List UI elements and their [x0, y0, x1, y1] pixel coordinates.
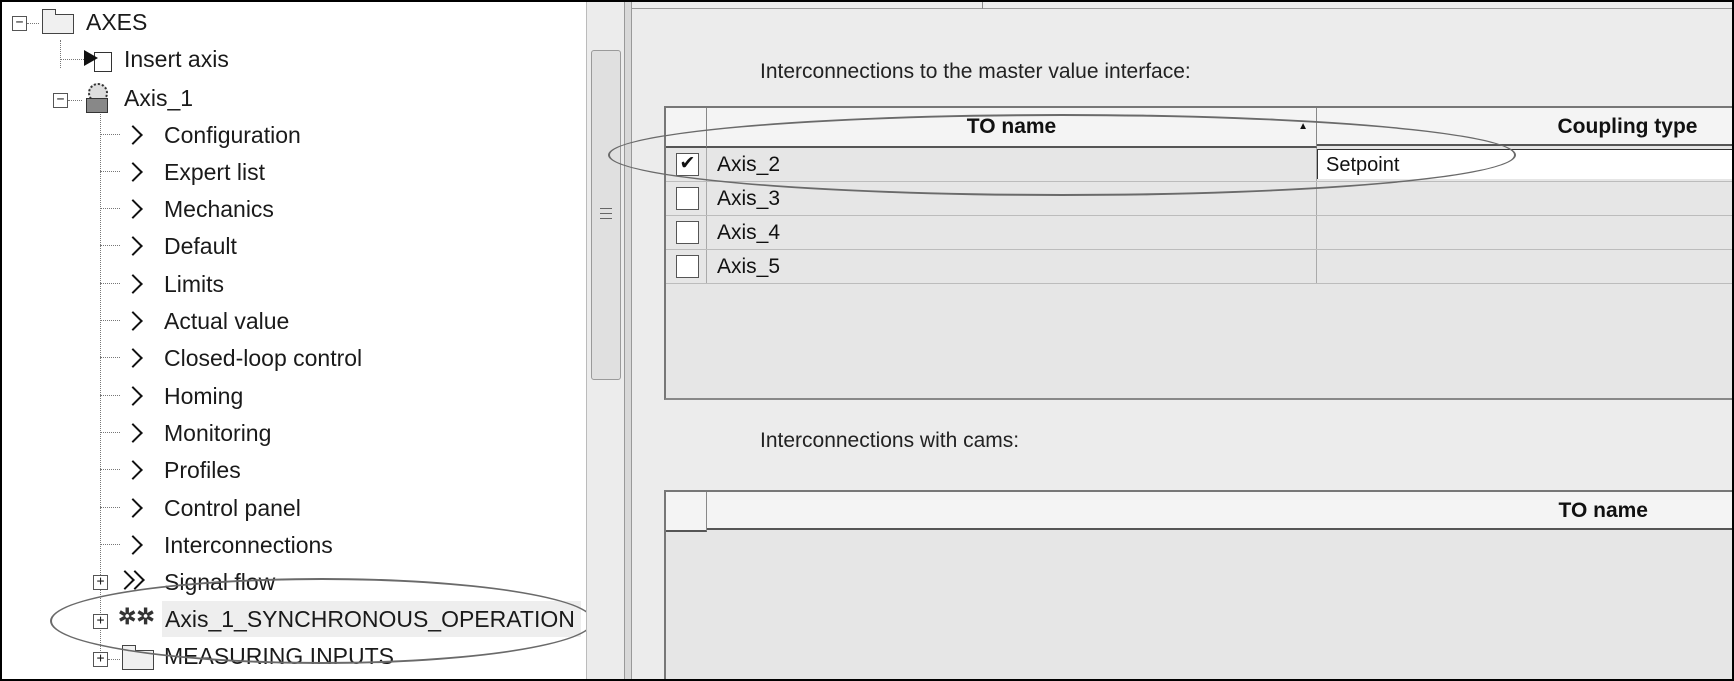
cams-label: Interconnections with cams: — [760, 429, 1020, 452]
panel-splitter[interactable] — [624, 2, 632, 679]
to-name-cell: Axis_5 — [707, 250, 1317, 283]
chevron-right-icon — [123, 386, 143, 406]
tree-item-label: Default — [164, 233, 237, 259]
chevron-right-icon — [123, 162, 143, 182]
tree-item-label: Homing — [164, 383, 244, 409]
to-name-cell: Axis_2 — [707, 148, 1317, 181]
coupling-type-cell[interactable]: Setpoint — [1317, 149, 1732, 179]
scrollbar-thumb[interactable] — [591, 50, 621, 380]
coupling-type-cell[interactable] — [1317, 250, 1732, 283]
select-cell — [666, 182, 707, 215]
collapse-axis-1-icon[interactable]: − — [53, 93, 68, 108]
tree-item-label: Axis_1_SYNCHRONOUS_OPERATION — [165, 606, 575, 632]
to-name-cell: Axis_4 — [707, 216, 1317, 249]
coupling-type-cell[interactable] — [1317, 216, 1732, 249]
collapse-axes-icon[interactable]: − — [12, 16, 27, 31]
to-name-column-header[interactable]: TO name — [707, 492, 1732, 530]
chevron-right-icon — [123, 274, 143, 294]
row-checkbox[interactable] — [676, 255, 699, 278]
expand-measuring-inputs-icon[interactable]: + — [93, 652, 108, 667]
select-cell — [666, 250, 707, 283]
select-cell — [666, 216, 707, 249]
row-checkbox[interactable]: ✔ — [676, 153, 699, 176]
expand-sync-operation-icon[interactable]: + — [93, 614, 108, 629]
chevron-right-icon — [123, 423, 143, 443]
chevron-right-icon — [123, 535, 143, 555]
master-interface-label: Interconnections to the master value int… — [760, 60, 1191, 83]
coupling-type-value: Setpoint — [1326, 154, 1400, 176]
row-checkbox[interactable] — [676, 221, 699, 244]
project-tree: − AXES Insert axis − Axis_1 Configuratio… — [2, 2, 594, 679]
tree-item-label: Control panel — [164, 495, 301, 521]
chevron-right-icon — [123, 311, 143, 331]
tree-item-sync-operation[interactable]: Axis_1_SYNCHRONOUS_OPERATION — [162, 601, 581, 637]
tree-item-label: Actual value — [164, 308, 290, 334]
header-label: TO name — [966, 115, 1057, 138]
expand-signal-flow-icon[interactable]: + — [93, 575, 108, 590]
tree-scrollbar[interactable] — [586, 2, 625, 679]
chevron-right-icon — [123, 498, 143, 518]
axis-icon — [82, 83, 110, 113]
tree-item-label: AXES — [86, 9, 148, 35]
table-row[interactable]: Axis_3 — [666, 182, 1732, 216]
folder-icon — [41, 9, 74, 34]
chevron-right-icon — [123, 199, 143, 219]
header-label: TO name — [1558, 499, 1648, 522]
table-row[interactable]: Axis_4 — [666, 216, 1732, 250]
top-border — [632, 8, 1732, 9]
header-label: Coupling type — [1557, 115, 1698, 138]
tree-item-label: Limits — [164, 271, 225, 297]
tree-item-label: Mechanics — [164, 196, 274, 222]
tree-item-label: Insert axis — [124, 46, 229, 72]
master-interface-table: TO name ▲ Coupling type ✔ Axis_2 Setpoin… — [664, 106, 1732, 400]
chevron-right-icon — [123, 460, 143, 480]
to-name-column-header[interactable]: TO name ▲ — [707, 108, 1317, 148]
tree-item-label: Signal flow — [164, 569, 276, 595]
top-tick — [982, 2, 983, 9]
tree-item-label: Closed-loop control — [164, 345, 363, 371]
cams-table: TO name — [664, 490, 1732, 679]
sync-operation-icon: ✲✲ — [118, 604, 155, 629]
tree-item-label: Axis_1 — [124, 85, 194, 111]
table-row[interactable]: Axis_5 — [666, 250, 1732, 284]
chevron-right-icon — [123, 236, 143, 256]
row-checkbox[interactable] — [676, 187, 699, 210]
sort-ascending-icon: ▲ — [1298, 121, 1308, 132]
folder-icon — [121, 645, 154, 670]
chevron-right-icon — [123, 348, 143, 368]
double-chevron-icon — [115, 570, 148, 590]
coupling-type-cell[interactable] — [1317, 182, 1732, 215]
table-row[interactable]: ✔ Axis_2 Setpoint — [666, 148, 1732, 182]
tree-item-label: Profiles — [164, 457, 241, 483]
tree-item-label: Monitoring — [164, 420, 272, 446]
select-column-header — [666, 492, 707, 532]
chevron-right-icon — [123, 125, 143, 145]
insert-axis-icon — [84, 46, 114, 72]
tree-item-label: MEASURING INPUTS — [164, 643, 395, 669]
select-cell: ✔ — [666, 148, 707, 181]
select-column-header — [666, 108, 707, 148]
tree-item-label: Expert list — [164, 159, 265, 185]
tree-item-label: Interconnections — [164, 532, 333, 558]
tree-item-label: Configuration — [164, 122, 301, 148]
coupling-type-column-header[interactable]: Coupling type — [1317, 108, 1732, 146]
to-name-cell: Axis_3 — [707, 182, 1317, 215]
